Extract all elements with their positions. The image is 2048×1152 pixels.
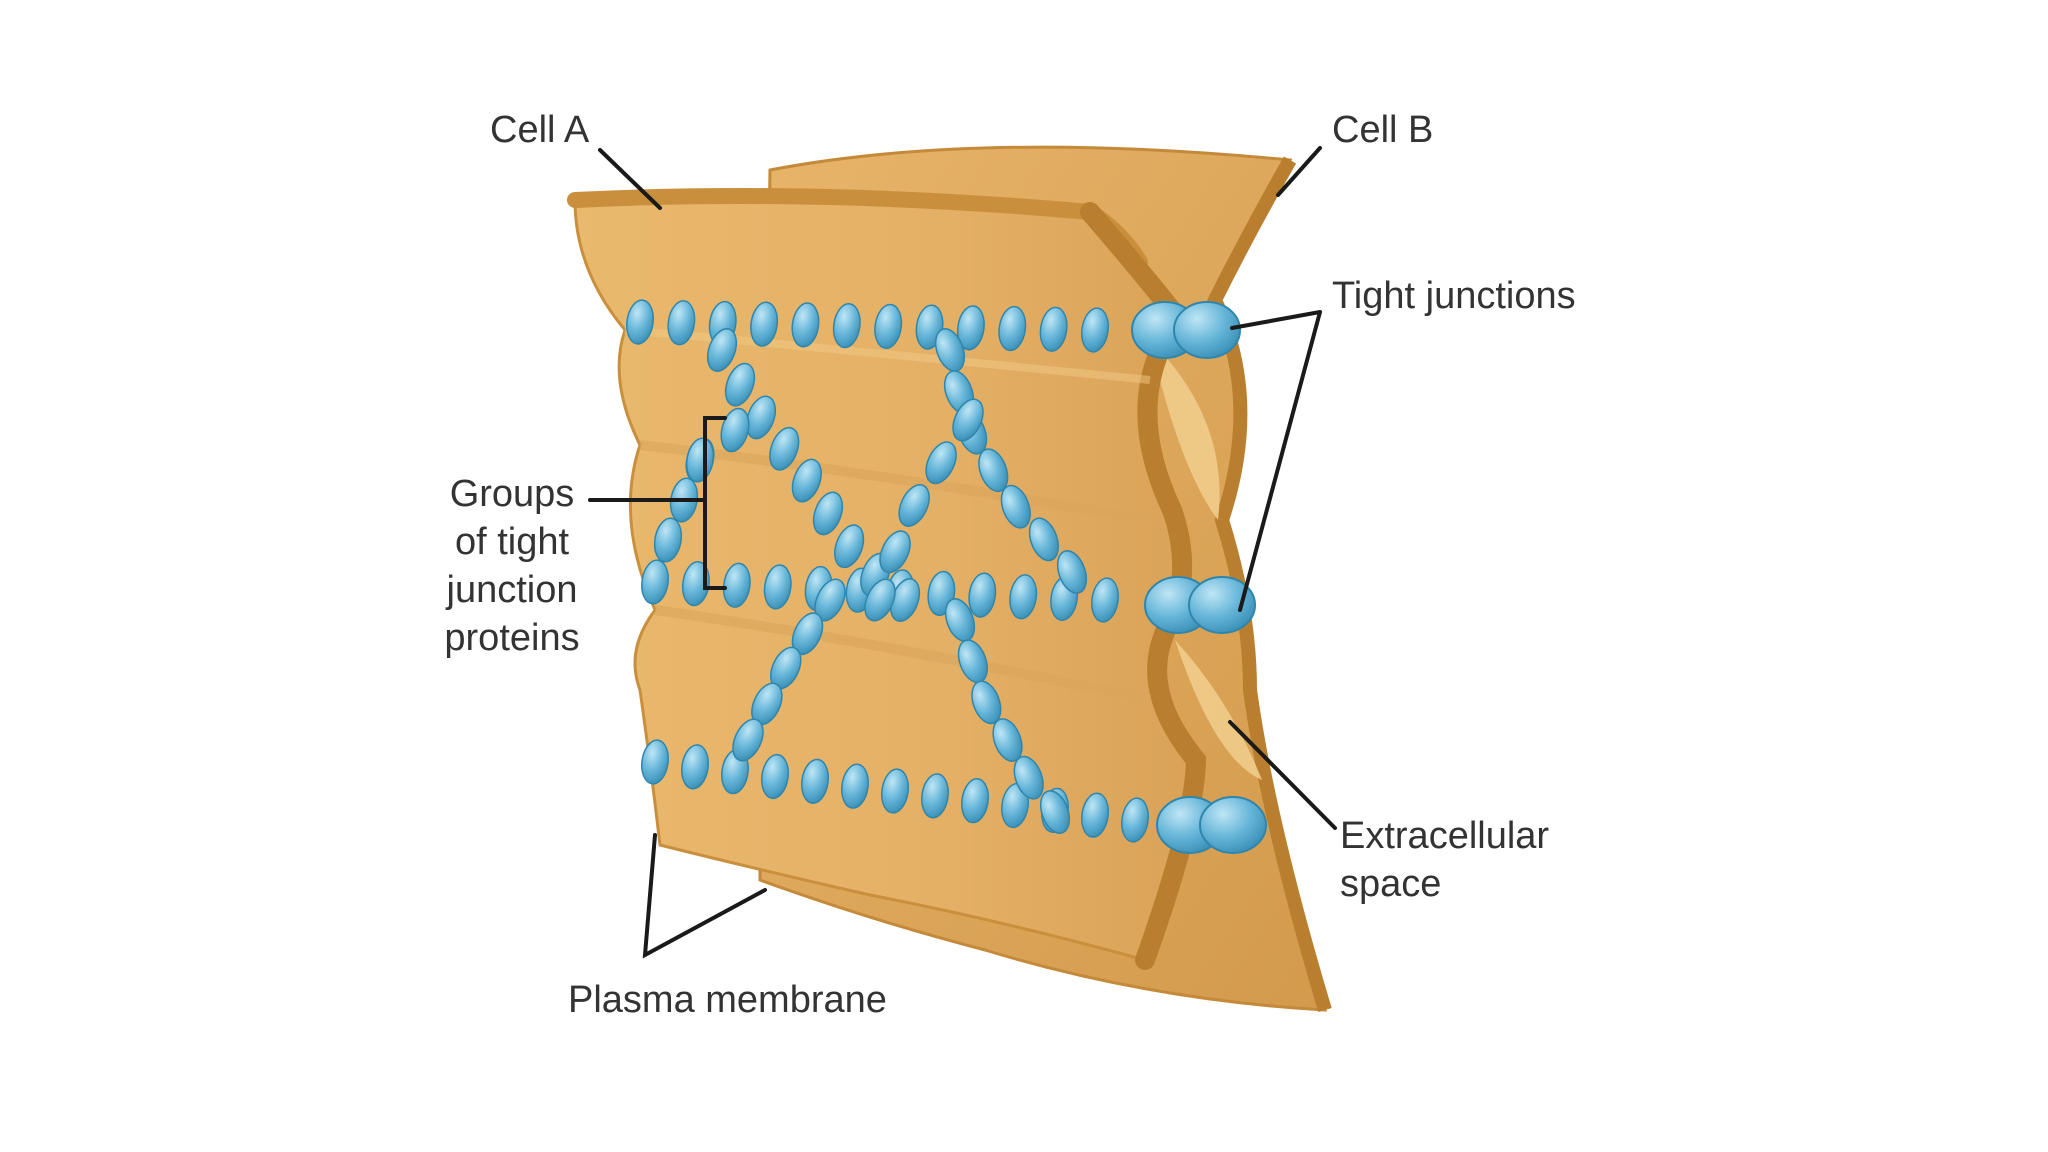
protein-bead-strand xyxy=(864,578,896,622)
protein-bead-strand xyxy=(653,517,683,563)
protein-bead-strand xyxy=(745,395,777,440)
protein-bead-row-bottom xyxy=(921,773,949,819)
cell-a-leader xyxy=(598,148,662,210)
protein-bead-strand xyxy=(1000,484,1031,529)
tight-junction-top xyxy=(1131,301,1241,359)
protein-bead-strand xyxy=(879,530,911,574)
protein-bead-row-bottom xyxy=(681,744,709,790)
protein-bead-row-middle xyxy=(641,559,669,605)
protein-bead-row-bottom xyxy=(881,768,909,814)
groups-label-line-4: proteins xyxy=(444,617,579,659)
extracellular-label-line-1: Extracellular xyxy=(1340,815,1549,857)
protein-bead-row-middle xyxy=(763,564,792,610)
protein-bead-strand xyxy=(925,441,957,485)
tight-junctions-leader xyxy=(1230,310,1322,612)
protein-bead-row-top xyxy=(832,303,861,349)
protein-bead-row-bottom xyxy=(761,753,789,800)
protein-bead-strand xyxy=(898,484,930,527)
groups-label-line-2: of tight xyxy=(455,521,570,563)
protein-bead-row-middle xyxy=(681,561,710,607)
protein-bead-row-top xyxy=(874,303,903,349)
labels: Cell A Cell B Tight junctions Groups of … xyxy=(444,109,1575,1021)
groups-label-line-1: Groups xyxy=(450,473,575,515)
protein-bead-row-bottom xyxy=(841,763,869,809)
protein-bead-row-top xyxy=(667,300,696,346)
protein-bead-strand xyxy=(952,398,984,442)
leader-lines xyxy=(588,146,1337,959)
protein-bead-row-top xyxy=(626,299,654,345)
protein-bead-row-top xyxy=(1039,306,1068,352)
protein-bead-strand xyxy=(1039,790,1071,834)
protein-bead-strand xyxy=(769,426,800,471)
cell-b-label: Cell B xyxy=(1332,109,1433,151)
protein-bead-row-middle xyxy=(968,572,997,618)
tight-junction-pairs xyxy=(1131,301,1267,854)
protein-bead-row-bottom xyxy=(1121,797,1149,843)
protein-bead-row-middle xyxy=(1091,577,1119,623)
protein-bead-row-top xyxy=(1081,307,1109,353)
protein-bead-strand xyxy=(834,524,865,569)
protein-bead-row-middle xyxy=(1009,574,1038,620)
tight-junctions-label: Tight junctions xyxy=(1332,275,1576,317)
protein-bead-strand xyxy=(720,407,750,453)
protein-bead-strand xyxy=(1028,517,1059,562)
protein-bead-strand xyxy=(791,458,822,503)
protein-bead-strand xyxy=(706,328,738,372)
protein-bead-row-top xyxy=(750,301,779,347)
protein-bead-row-top xyxy=(791,302,820,348)
plasma-membrane-label: Plasma membrane xyxy=(568,979,887,1021)
protein-bead-strand xyxy=(934,328,966,372)
protein-bead-strand xyxy=(732,718,764,762)
groups-label-line-3: junction xyxy=(446,569,578,611)
plasma-membrane-leader xyxy=(642,833,767,959)
protein-bead-strand xyxy=(812,491,844,536)
protein-bead-row-middle xyxy=(722,562,751,608)
extracellular-leader xyxy=(1228,720,1337,830)
protein-bead-row-top xyxy=(956,305,985,351)
protein-bead-strand xyxy=(724,362,756,407)
cell-b-leader xyxy=(1276,146,1322,197)
protein-bead-row-bottom xyxy=(961,778,989,824)
protein-bead-row-bottom xyxy=(641,739,669,785)
extracellular-space xyxy=(1150,340,1262,780)
protein-bead-row-bottom xyxy=(1081,792,1109,838)
extracellular-label-line-2: space xyxy=(1340,863,1441,905)
protein-bead-strand xyxy=(978,448,1009,493)
protein-bead-strand xyxy=(1013,755,1044,800)
protein-bead-strand xyxy=(1056,550,1088,594)
tight-junction-bottom xyxy=(1156,796,1267,854)
tight-junction-protein-strands xyxy=(626,299,1149,843)
protein-bead-row-bottom xyxy=(801,758,829,804)
protein-bead-strand xyxy=(971,680,1002,725)
cell-a-label: Cell A xyxy=(490,109,590,151)
groups-bracket xyxy=(588,416,727,590)
tight-junction-middle xyxy=(1144,576,1256,634)
protein-bead-row-top xyxy=(998,305,1027,352)
protein-bead-strand xyxy=(992,718,1023,762)
